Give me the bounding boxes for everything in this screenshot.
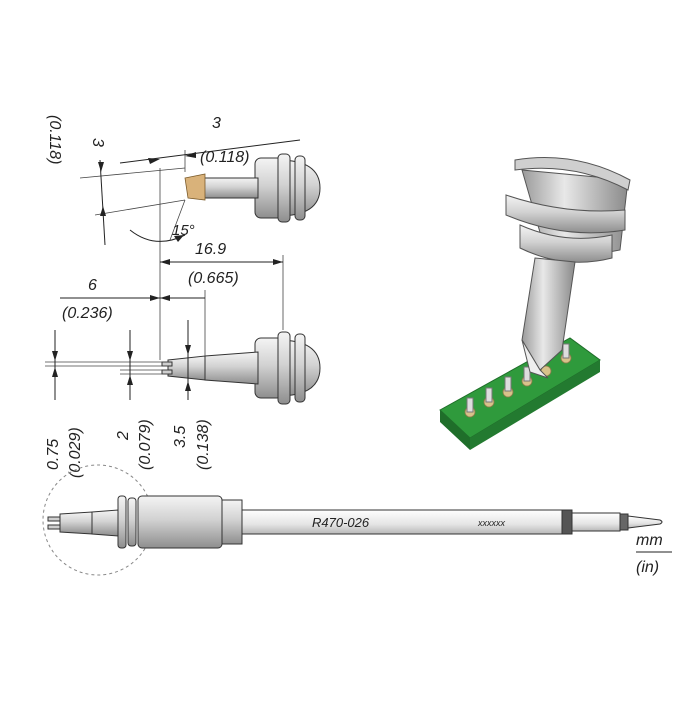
overall-in: (0.665) [188,270,239,287]
unit-primary: mm [636,532,663,549]
width-in: (0.138) [195,419,212,470]
top-height-in: (0.118) [46,115,63,165]
part-number: R470-026 [312,515,370,530]
gap-mm: 2 [115,431,132,441]
overall-mm: 16.9 [195,241,226,258]
serial-marking: xxxxxx [477,518,506,528]
full-tip: R470-026 xxxxxx [42,464,663,576]
side-view-dimensions: 16.9 (0.665) 6 (0.236) 0.75 (0.029) 2 (0… [45,241,284,478]
gap-in: (0.079) [137,419,154,470]
top-length-in: (0.118) [200,149,250,166]
tip-3d-render [505,157,631,379]
top-view-dimensions: 3 (0.118) 3 (0.118) 15° [46,115,301,250]
angle-label: 15° [172,222,195,239]
pcb-render [439,337,601,450]
tip-shaft [241,509,563,535]
top-length-mm: 3 [212,115,221,132]
tip-mm: 0.75 [45,439,62,470]
reach-mm: 6 [88,277,97,294]
width-mm: 3.5 [172,426,189,448]
side-view-tip [161,331,321,405]
unit-secondary: (in) [636,559,659,576]
tip-in: (0.029) [67,427,84,478]
units-legend: mm (in) [636,532,672,576]
reach-in: (0.236) [62,305,113,322]
top-height-mm: 3 [89,138,106,147]
top-view-tip [184,153,321,223]
